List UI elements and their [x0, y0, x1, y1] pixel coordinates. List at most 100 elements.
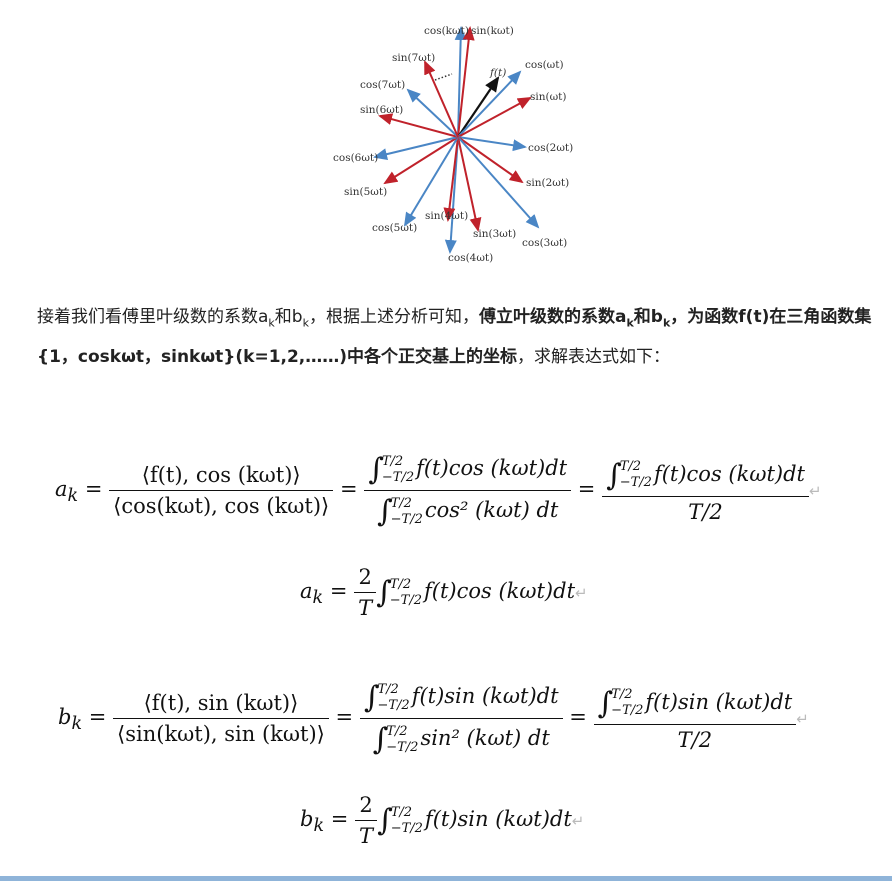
k-sub: k [312, 588, 324, 609]
label-cos-4wt: cos(4ωt) [448, 252, 493, 264]
label-cos-wt: cos(ωt) [525, 59, 564, 71]
inner-den: ⟨sin(kωt), sin (kωt)⟩ [117, 722, 325, 746]
equals: = [569, 705, 587, 729]
upper-limit: T/2 [389, 576, 412, 592]
integrand: f(t)sin (kωt)dt [411, 684, 559, 708]
inner-product-fraction: ⟨f(t), cos (kωt)⟩ ⟨cos(kωt), cos (kωt)⟩ [109, 463, 334, 518]
two-over-T: 2 T [354, 565, 377, 620]
bk-symbol: b [300, 807, 314, 831]
ak-symbol: a [55, 477, 68, 501]
return-mark: ↵ [571, 812, 585, 830]
dotted-ellipsis-mark [434, 73, 453, 81]
equals: = [577, 477, 596, 501]
equals: = [88, 705, 107, 729]
equals: = [329, 579, 348, 603]
text-3: ，根据上述分析可知， [308, 307, 479, 327]
return-mark: ↵ [575, 584, 588, 602]
upper-limit: T/2 [377, 681, 399, 697]
lower-limit: −T/2 [381, 469, 415, 485]
lower-limit: −T/2 [619, 475, 652, 490]
bold-2: 和b [633, 307, 663, 327]
vector-sin-7wt [424, 60, 459, 138]
equals: = [335, 705, 354, 729]
T: T [359, 824, 374, 848]
lower-limit: −T/2 [611, 703, 644, 718]
vector-sin-kwt [457, 26, 475, 138]
half-period: T/2 [688, 499, 723, 524]
explanation-paragraph: 接着我们看傅里叶级数的系数ak和bk，根据上述分析可知，傅立叶级数的系数ak和b… [37, 300, 887, 374]
two: 2 [355, 793, 378, 821]
T: T [358, 596, 373, 620]
inner-den: ⟨cos(kωt), cos (kωt)⟩ [113, 494, 330, 518]
upper-limit: T/2 [381, 453, 404, 469]
equation-ak-derivation: ak = ⟨f(t), cos (kωt)⟩ ⟨cos(kωt), cos (k… [55, 452, 822, 529]
upper-limit: T/2 [611, 687, 633, 702]
integrand: f(t)sin (kωt)dt [645, 689, 793, 714]
lower-limit: −T/2 [389, 592, 422, 608]
return-mark: ↵ [808, 482, 822, 500]
two-over-T: 2 T [355, 793, 378, 848]
vector-cos-wt [457, 70, 522, 138]
label-cos-3wt: cos(3ωt) [522, 237, 567, 249]
k-sub: k [67, 486, 79, 507]
label-sin-2wt: sin(2ωt) [526, 177, 569, 189]
label-sin-wt: sin(ωt) [530, 91, 566, 103]
vector-cos-5wt [403, 136, 459, 227]
vector-cos-7wt [406, 88, 459, 138]
sub-k-1: k [268, 316, 275, 330]
upper-limit: T/2 [619, 459, 642, 474]
lower-limit: −T/2 [390, 820, 423, 836]
text-4: ，求解表达式如下： [517, 347, 671, 368]
equation-bk-derivation: bk = ⟨f(t), sin (kωt)⟩ ⟨sin(kωt), sin (k… [58, 680, 809, 757]
integral-sign: ∫ [606, 457, 622, 493]
vector-labels: cos(kωt)sin(kωt)f(t)cos(ωt)sin(ωt)cos(2ω… [333, 25, 573, 264]
integral-sign: ∫ [363, 680, 380, 715]
integrand: f(t)cos (kωt)dt [416, 456, 568, 480]
sub-k-2: k [302, 316, 309, 330]
return-mark: ↵ [796, 710, 809, 728]
k-sub: k [71, 714, 83, 735]
bold-3: ，为函数f(t)在三角函数集{1，coskωt，sinkωt}(k=1,2,……… [37, 307, 872, 368]
vector-sin-2wt [457, 136, 524, 184]
inner-product-fraction: ⟨f(t), sin (kωt)⟩ ⟨sin(kωt), sin (kωt)⟩ [113, 691, 329, 746]
vector-f-t [457, 76, 500, 138]
half-period: T/2 [677, 727, 713, 752]
integral-sign: ∫ [377, 803, 393, 838]
upper-limit: T/2 [390, 495, 412, 511]
upper-limit: T/2 [386, 723, 408, 739]
inner-num: ⟨f(t), cos (kωt)⟩ [109, 463, 334, 491]
label-sin-7wt: sin(7ωt) [392, 52, 435, 64]
lower-limit: −T/2 [390, 511, 423, 527]
label-f-t: f(t) [489, 67, 506, 79]
label-cos-6wt: cos(6ωt) [333, 152, 378, 164]
lower-limit: −T/2 [377, 697, 410, 713]
lower-limit: −T/2 [386, 739, 419, 755]
label-cos-7wt: cos(7ωt) [360, 79, 405, 91]
label-sin-3wt: sin(3ωt) [473, 228, 516, 240]
label-sin-4wt: sin(4ωt) [425, 210, 468, 222]
ak-symbol: a [300, 579, 313, 603]
label-cos-2wt: cos(2ωt) [528, 142, 573, 154]
label-sin-6wt: sin(6ωt) [360, 104, 403, 116]
vector-cos-2wt [457, 136, 527, 152]
vector-sin-5wt [383, 136, 459, 185]
integral-sign: ∫ [372, 722, 389, 757]
bottom-border [0, 876, 892, 881]
text-1: 接着我们看傅里叶级数的系数a [37, 307, 269, 327]
k-sub: k [313, 816, 325, 837]
vector-sin-3wt [457, 136, 482, 232]
label-sin-5wt: sin(5ωt) [344, 186, 387, 198]
sub-k-3: k [626, 316, 634, 330]
den-integrand: cos² (kωt) dt [424, 498, 559, 522]
integrand: f(t)cos (kωt)dt [653, 461, 805, 486]
bold-1: 傅立叶级数的系数a [478, 307, 627, 327]
vector-cos-6wt [373, 136, 459, 161]
integrand: f(t)cos (kωt)dt [424, 579, 576, 603]
inner-num: ⟨f(t), sin (kωt)⟩ [113, 691, 329, 719]
